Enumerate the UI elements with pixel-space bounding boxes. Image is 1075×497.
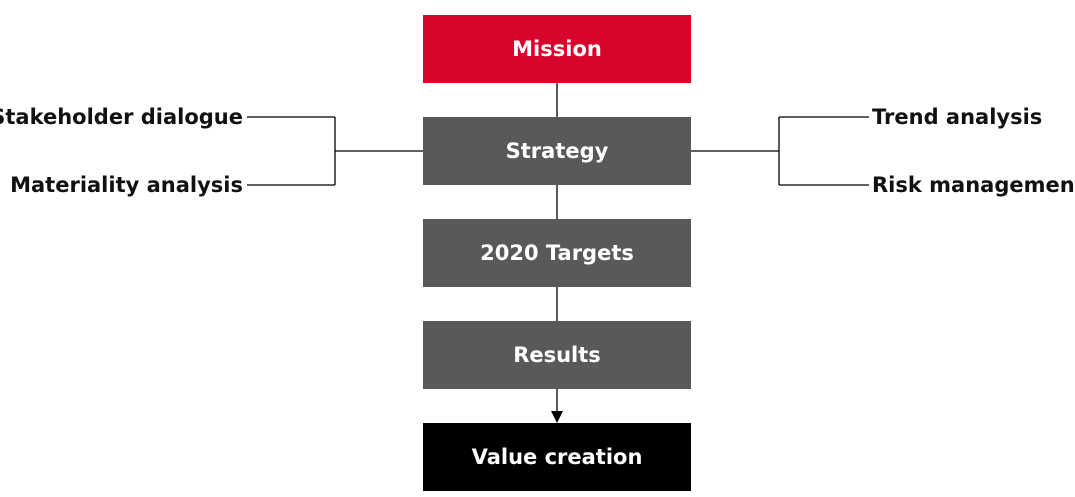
targets-box: 2020 Targets (423, 219, 691, 287)
value-creation-box: Value creation (423, 423, 691, 491)
strategy-box: Strategy (423, 117, 691, 185)
trend-analysis-label: Trend analysis (872, 105, 1043, 129)
materiality-analysis-label: Materiality analysis (10, 173, 243, 197)
results-box: Results (423, 321, 691, 389)
targets-label: 2020 Targets (480, 241, 634, 265)
stakeholder-dialogue-label: Stakeholder dialogue (0, 105, 243, 129)
value-creation-label: Value creation (471, 445, 643, 469)
risk-management-label: Risk management (872, 173, 1075, 197)
results-label: Results (513, 343, 601, 367)
mission-label: Mission (512, 37, 602, 61)
strategy-label: Strategy (505, 139, 609, 163)
arrowhead-down-icon (551, 411, 563, 423)
mission-box: Mission (423, 15, 691, 83)
